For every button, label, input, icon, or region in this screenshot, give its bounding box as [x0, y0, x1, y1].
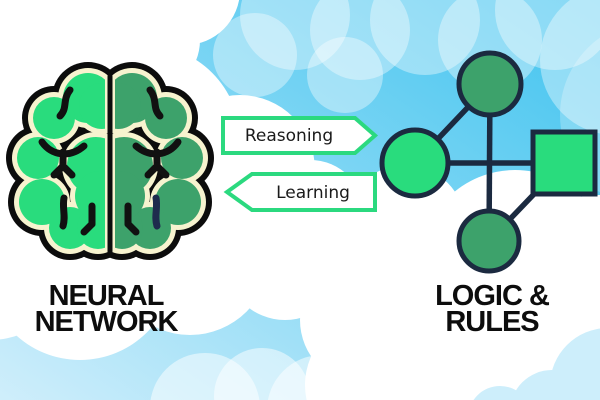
cloud-bottom-mist — [150, 348, 377, 400]
reasoning-arrow-banner: Reasoning — [221, 116, 379, 155]
arrow-banners: Reasoning Learning — [221, 116, 379, 212]
cloud-light-top — [213, 0, 600, 134]
logic-rules-label: LOGIC & RULES — [392, 280, 592, 338]
learning-arrow-label: Learning — [276, 183, 350, 203]
graph-node-bottom — [456, 208, 522, 274]
logic-rules-label-line2: RULES — [445, 306, 539, 338]
reasoning-arrow-shape — [221, 116, 379, 155]
graph-node-left — [379, 127, 451, 199]
brain-left-squiggles — [38, 86, 96, 236]
neural-network-label-line2: NETWORK — [34, 306, 179, 338]
graph-node-top — [456, 50, 524, 118]
logic-rules-label-line1: LOGIC & — [435, 280, 550, 312]
learning-arrow-banner: Learning — [223, 172, 377, 212]
brain-right-squiggles — [124, 86, 182, 236]
reasoning-arrow-label: Reasoning — [245, 126, 333, 146]
graph-node-square — [530, 129, 598, 197]
brain-right-hemisphere — [108, 62, 214, 260]
neural-network-label: NEURAL NETWORK — [6, 280, 206, 338]
brain-icon — [6, 62, 214, 260]
brain-center-split — [107, 74, 113, 254]
brain-left-hemisphere — [6, 62, 112, 260]
cloud-bottom-right-blue — [473, 328, 600, 400]
learning-arrow-shape — [223, 172, 377, 212]
neural-network-label-line1: NEURAL — [48, 280, 165, 312]
logic-graph-icon — [379, 50, 598, 274]
